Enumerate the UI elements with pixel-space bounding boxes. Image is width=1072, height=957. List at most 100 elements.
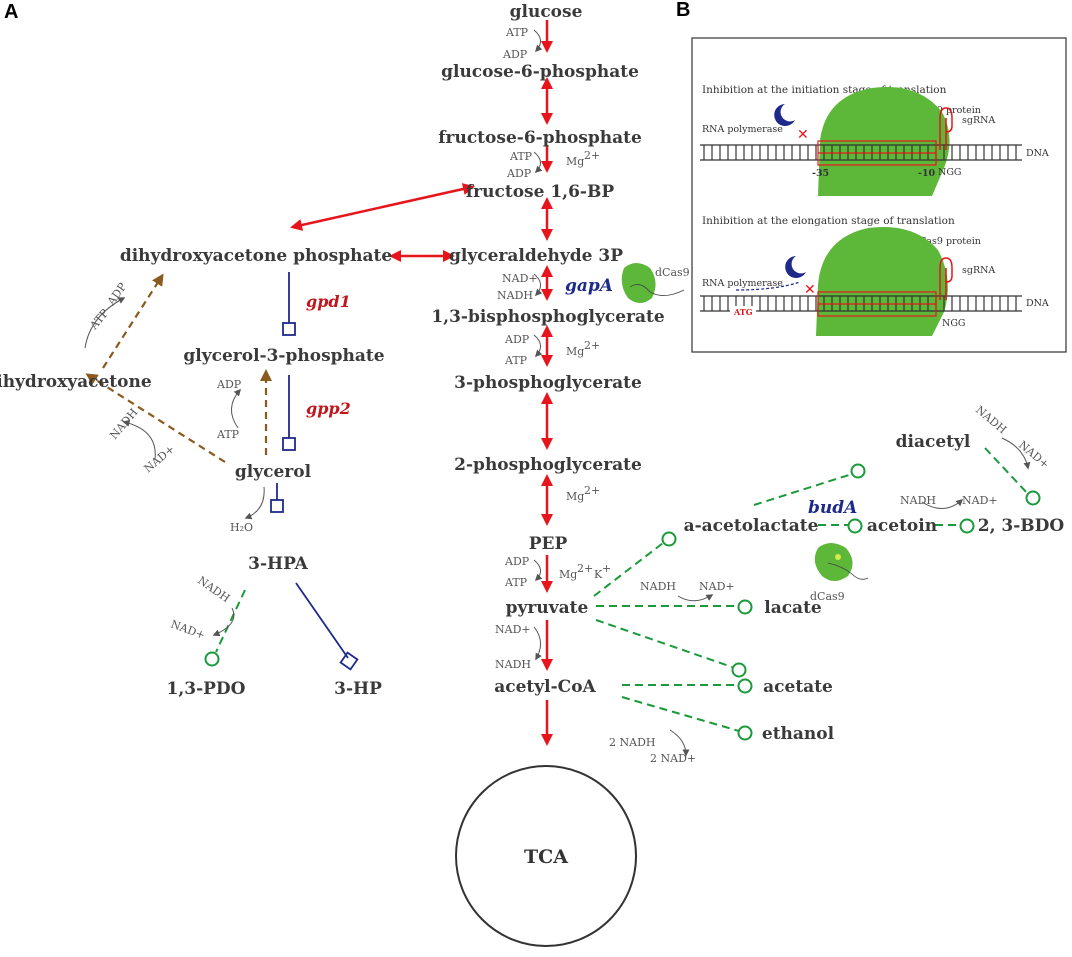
met-glyc3p: glycerol-3-phosphate <box>183 346 384 366</box>
block-gpd1 <box>282 322 296 336</box>
ko-pyruvate-acetolactate <box>593 542 664 597</box>
gene-gpp2: gpp2 <box>306 399 351 418</box>
cof-atp-2: ATP <box>509 150 533 163</box>
met-pep: PEP <box>529 534 568 554</box>
inset-dcas9-label-1: dCas9 protein <box>913 105 981 116</box>
panel-label-b: B <box>676 0 690 21</box>
curve-nadh-nad-pdo <box>212 607 235 637</box>
cof-nad-diacetyl: NAD+ <box>1016 438 1052 471</box>
dcas9-label-gapa: dCas9 <box>655 266 690 279</box>
met-3pg: 3-phosphoglycerate <box>454 373 642 393</box>
cof-nad-glycerol: NAD+ <box>142 442 178 475</box>
cof-mg-1: Mg <box>566 155 584 168</box>
cof-atp-4: ATP <box>504 576 528 589</box>
cof-mg-2: Mg <box>566 345 584 358</box>
inset-rna-pol-label-1: RNA polymerase <box>702 124 783 135</box>
ko-acetylcoa-ethanol <box>621 696 740 732</box>
cof-nad-lacate: NAD+ <box>699 580 735 593</box>
knockout-circles <box>204 463 1041 741</box>
met-acetylcoa: acetyl-CoA <box>494 677 596 697</box>
met-bdo: 2, 3-BDO <box>978 516 1065 536</box>
knockout-lines <box>215 447 1029 732</box>
met-2pg: 2-phosphoglycerate <box>454 455 642 475</box>
arrow-glycerol-dha <box>85 373 226 463</box>
met-diacetyl: diacetyl <box>896 432 971 452</box>
block-glycerol-hpa <box>270 499 284 513</box>
met-hpa: 3-HPA <box>248 554 308 574</box>
dcas9-gapa: dCas9 <box>621 263 690 303</box>
curve-h2o <box>244 486 265 520</box>
ko-diacetyl-bdo <box>984 447 1029 495</box>
cof-nad-pdo: NAD+ <box>169 618 207 642</box>
cof-atp-1: ATP <box>505 26 529 39</box>
cof-nad-bdo: NAD+ <box>962 494 998 507</box>
ko-circle-acetate-2 <box>737 678 753 694</box>
ko-acetolactate-diacetyl <box>753 473 853 506</box>
cof-adp-4: ADP <box>504 555 530 568</box>
cofactor-arrows <box>84 29 1031 757</box>
curve-nadh-nad-diacetyl <box>1001 437 1031 470</box>
met-g3p: glyceraldehyde 3P <box>449 246 623 266</box>
dcas9-blob-gapa <box>621 263 656 303</box>
inset-sgrna-hairpin-2 <box>939 257 953 300</box>
met-lacate: lacate <box>764 598 822 618</box>
inset-ngg-1: NGG <box>938 167 962 178</box>
met-hp: 3-HP <box>334 679 382 699</box>
cofactor-labels: ATP ADP ATP ADP Mg 2+ NAD+ NADH ADP ATP … <box>87 26 1052 765</box>
cof-adp-dha: ADP <box>104 280 129 309</box>
inset-dcas9-blob-2 <box>816 226 948 336</box>
inset-transcript-2 <box>735 281 801 291</box>
curve-nadh-nad-bdo <box>921 499 964 509</box>
inset-sgrna-label-2: sgRNA <box>962 265 995 276</box>
inset-m10: -10 <box>918 168 936 179</box>
met-glucose: glucose <box>510 2 583 22</box>
met-fbp: fructose 1,6-BP <box>466 182 614 202</box>
cof-k-sup: + <box>602 562 611 575</box>
ko-pyruvate-acetate <box>595 619 733 668</box>
curve-nadh-nad-lacate <box>677 594 714 602</box>
met-pdo: 1,3-PDO <box>167 679 246 699</box>
cof-nadh-2: NADH <box>495 658 531 671</box>
cof-mg-sup-4: 2+ <box>577 562 593 575</box>
inset-block-x-1: ✕ <box>797 127 809 143</box>
met-acetolactate: a-acetolactate <box>684 516 819 536</box>
met-acetoin: acetoin <box>867 516 937 536</box>
ko-circle-acetate-1 <box>731 662 747 678</box>
curve-adp-atp-2 <box>533 559 543 582</box>
cof-nadh-bdo: NADH <box>900 494 936 507</box>
cof-atp-3: ATP <box>504 354 528 367</box>
curve-atp-adp-glycerol <box>231 388 241 429</box>
curve-nad-nadh-2 <box>533 626 542 661</box>
cof-nadh-glycerol: NADH <box>107 406 140 442</box>
block-hpa-hp <box>339 651 359 671</box>
inset-atg: ATG <box>733 307 753 317</box>
cof-atp-glycerol: ATP <box>216 428 240 441</box>
inset-dna-label-1: DNA <box>1026 148 1049 159</box>
ko-circle-diacetyl-bdo <box>1025 490 1041 506</box>
panel-label-a: A <box>4 1 18 23</box>
gene-buda: budA <box>808 498 857 518</box>
cof-2nad: 2 NAD+ <box>650 752 696 765</box>
cof-mg-sup-2: 2+ <box>584 339 600 352</box>
curve-atp-adp-1 <box>533 29 543 53</box>
inset-title-2: Inhibition at the elongation stage of tr… <box>702 215 955 227</box>
inset-dcas9-label-2: dCas9 protein <box>913 236 981 247</box>
met-g6p: glucose-6-phosphate <box>441 62 639 82</box>
met-dha: dihydroxyacetone <box>0 372 152 392</box>
dcas9-label-buda: dCas9 <box>810 590 845 603</box>
cof-nadh-diacetyl: NADH <box>973 403 1009 436</box>
met-ethanol: ethanol <box>762 724 835 744</box>
cof-nadh-pdo: NADH <box>195 574 232 605</box>
inset-dna-label-2: DNA <box>1026 298 1049 309</box>
cof-adp-1: ADP <box>502 48 528 61</box>
cof-2nadh: 2 NADH <box>609 736 655 749</box>
met-f6p: fructose-6-phosphate <box>438 128 642 148</box>
ko-circle-acetoin <box>847 518 863 534</box>
gene-gapa: gapA <box>565 276 613 296</box>
met-dhap: dihydroxyacetone phosphate <box>120 246 393 266</box>
curve-nad-nadh-glycerol <box>122 419 156 460</box>
cof-nad-2: NAD+ <box>495 623 531 636</box>
dcas9-buda: dCas9 <box>810 543 869 603</box>
ko-circle-diacetyl <box>850 463 866 479</box>
met-pyruvate: pyruvate <box>506 598 589 618</box>
